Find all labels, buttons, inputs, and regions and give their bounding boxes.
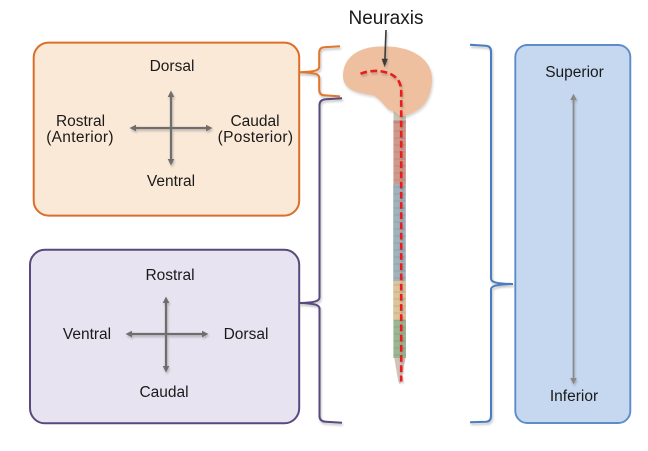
svg-text:Neuraxis: Neuraxis: [349, 8, 424, 29]
svg-text:Inferior: Inferior: [550, 388, 598, 405]
svg-text:(Anterior): (Anterior): [46, 129, 114, 146]
svg-text:Ventral: Ventral: [147, 173, 195, 190]
svg-text:Caudal: Caudal: [230, 113, 279, 130]
svg-text:Rostral: Rostral: [56, 113, 105, 130]
svg-text:Dorsal: Dorsal: [224, 326, 269, 343]
svg-text:Caudal: Caudal: [139, 384, 188, 401]
svg-text:Rostral: Rostral: [145, 267, 194, 284]
svg-text:(Posterior): (Posterior): [218, 129, 294, 146]
svg-text:Ventral: Ventral: [63, 326, 111, 343]
svg-text:Dorsal: Dorsal: [150, 58, 195, 75]
svg-text:Superior: Superior: [545, 64, 604, 81]
